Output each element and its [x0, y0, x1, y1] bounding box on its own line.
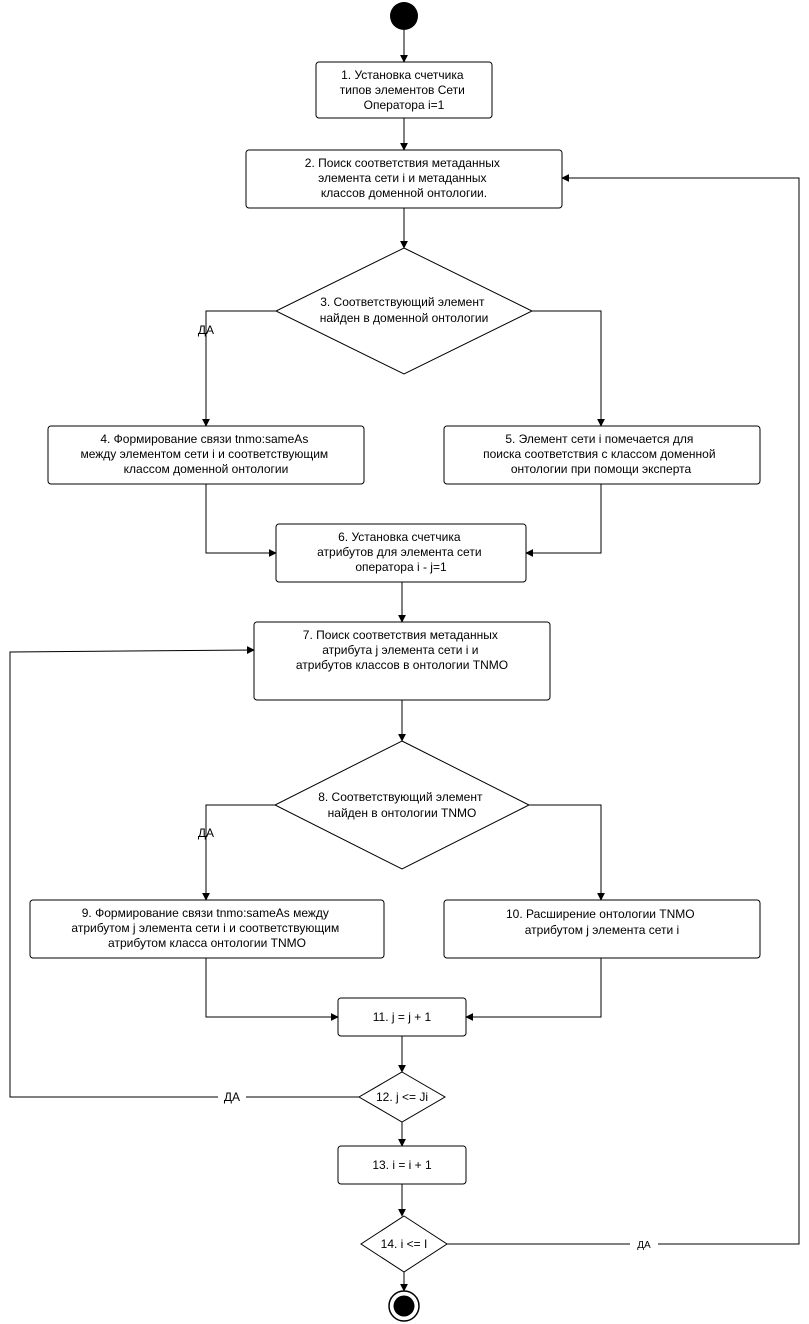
- step-6-text: 6. Установка счетчика атрибутов для элем…: [317, 530, 485, 574]
- step-2-line-3: классов доменной онтологии.: [321, 186, 487, 200]
- edge-label-yes-8: ДА: [198, 826, 214, 840]
- step-7-line-1: 7. Поиск соответствия метаданных: [303, 628, 498, 642]
- step-10-line-2: атрибутом j элемента сети i: [525, 923, 679, 937]
- step-1-line-2: типов элементов Сети: [340, 83, 465, 97]
- step-2-line-1: 2. Поиск соответствия метаданных: [305, 156, 500, 170]
- step-10-line-1: 10. Расширение онтологии TNMO: [506, 907, 695, 921]
- step-5-text: 5. Элемент сети i помечается для поиска …: [483, 432, 719, 476]
- step-9-text: 9. Формирование связи tnmo:sameAs между …: [71, 906, 342, 950]
- edge-label-yes-14: ДА: [637, 1240, 651, 1251]
- decision-8-text: 8. Соответствующий элемент найден в онто…: [318, 790, 486, 820]
- step-9-line-1: 9. Формирование связи tnmo:sameAs между: [82, 906, 329, 920]
- decision-8-line-2: найден в онтологии TNMO: [328, 806, 477, 820]
- step-2-text: 2. Поиск соответствия метаданных элемент…: [305, 156, 503, 200]
- step-13-text: 13. i = i + 1: [372, 1158, 432, 1172]
- step-7-text: 7. Поиск соответствия метаданных атрибут…: [296, 628, 508, 672]
- decision-8-line-1: 8. Соответствующий элемент: [318, 790, 483, 804]
- step-4-line-2: между элементом сети i и соответствующим: [80, 447, 328, 461]
- edge-5-6: [525, 484, 602, 557]
- step-4-text: 4. Формирование связи tnmo:sameAs между …: [80, 432, 331, 476]
- step-2-line-2: элемента сети i и метаданных: [318, 171, 486, 185]
- start-node: [390, 2, 418, 30]
- step-9-line-2: атрибутом j элемента сети i и соответств…: [71, 921, 339, 935]
- decision-3-line-1: 3. Соответствующий элемент: [320, 295, 485, 309]
- edge-label-bg-12: [218, 1091, 246, 1103]
- step-10-text: 10. Расширение онтологии TNMO атрибутом …: [506, 907, 698, 937]
- edge-9-11: [205, 958, 339, 1021]
- step-7-line-2: атрибута j элемента сети i и: [322, 643, 478, 657]
- edge-label-yes-12: ДА: [224, 1090, 240, 1104]
- step-4-line-1: 4. Формирование связи tnmo:sameAs: [100, 432, 308, 446]
- edge-label-bg-14: [630, 1238, 658, 1250]
- decision-3-diamond: [274, 247, 534, 375]
- step-6-line-1: 6. Установка счетчика: [338, 530, 461, 544]
- step-7-line-3: атрибутов классов в онтологии TNMO: [296, 658, 508, 672]
- step-1-line-1: 1. Установка счетчика: [341, 68, 464, 82]
- step-1-text: 1. Установка счетчика типов элементов Се…: [340, 68, 468, 112]
- step-9-line-3: атрибутом класса онтологии TNMO: [108, 936, 306, 950]
- step-6-line-3: оператора i - j=1: [355, 560, 447, 574]
- decision-14-text: 14. i <= I: [381, 1237, 428, 1251]
- step-5-line-1: 5. Элемент сети i помечается для: [505, 432, 693, 446]
- edge-label-yes-3: ДА: [198, 323, 214, 337]
- decision-8-diamond: [273, 740, 531, 870]
- edge-3-4: [202, 310, 276, 427]
- decision-3-line-2: найден в доменной онтологии: [320, 311, 489, 325]
- step-5-line-3: онтологии при помощи эксперта: [511, 462, 692, 476]
- step-6-line-2: атрибутов для элемента сети: [317, 545, 481, 559]
- edge-12-loop-7: [9, 646, 359, 1098]
- edge-4-6: [205, 484, 277, 557]
- step-1-line-3: Оператора i=1: [364, 98, 445, 112]
- step-4-line-3: классом доменной онтологии: [124, 462, 289, 476]
- end-node-inner: [393, 1295, 415, 1317]
- edge-14-loop-2: [447, 174, 800, 1245]
- step-11-text: 11. j = j + 1: [373, 1010, 432, 1024]
- edge-8-9: [202, 804, 275, 901]
- step-5-line-2: поиска соответствия с классом доменной: [483, 447, 715, 461]
- decision-12-text: 12. j <= Ji: [376, 1090, 428, 1104]
- edge-10-11: [465, 958, 602, 1021]
- edge-3-5: [532, 310, 605, 427]
- decision-3-text: 3. Соответствующий элемент найден в доме…: [320, 295, 489, 325]
- edge-8-10: [529, 804, 605, 901]
